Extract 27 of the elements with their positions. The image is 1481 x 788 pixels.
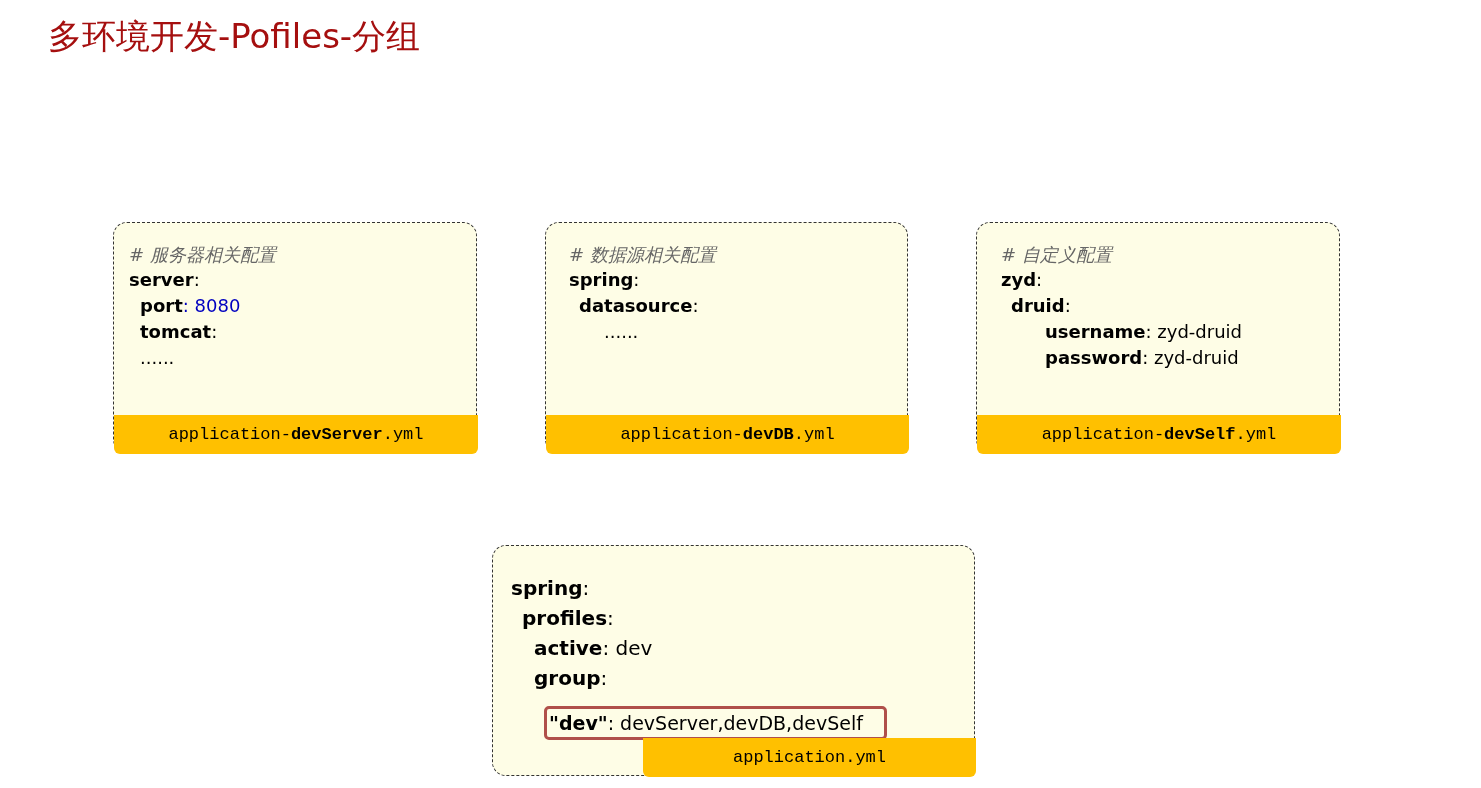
code-line: active: dev	[534, 636, 653, 660]
code-line: ......	[604, 321, 639, 342]
file-name-tab: application-devSelf.yml	[977, 415, 1341, 454]
file-name-tab: application.yml	[643, 738, 976, 777]
code-card	[976, 222, 1340, 453]
code-line: port: 8080	[140, 295, 241, 316]
code-line: profiles:	[522, 606, 614, 630]
code-comment: # 自定义配置	[1001, 243, 1112, 267]
code-line: spring:	[511, 576, 590, 600]
code-line: server:	[129, 269, 200, 290]
code-line: spring:	[569, 269, 640, 290]
code-comment: # 数据源相关配置	[569, 243, 716, 267]
code-line: zyd:	[1001, 269, 1043, 290]
code-line: datasource:	[579, 295, 699, 316]
code-line: group:	[534, 666, 608, 690]
code-line: password: zyd-druid	[1045, 347, 1239, 368]
code-card	[113, 222, 477, 453]
slide-title: 多环境开发-Pofiles-分组	[48, 15, 421, 58]
file-name-tab: application-devDB.yml	[546, 415, 909, 454]
file-name-tab: application-devServer.yml	[114, 415, 478, 454]
code-card	[545, 222, 908, 453]
code-card	[492, 545, 975, 776]
code-comment: # 服务器相关配置	[129, 243, 276, 267]
code-line: druid:	[1011, 295, 1071, 316]
code-line: tomcat:	[140, 321, 218, 342]
code-line: username: zyd-druid	[1045, 321, 1242, 342]
code-line: ......	[140, 347, 175, 368]
